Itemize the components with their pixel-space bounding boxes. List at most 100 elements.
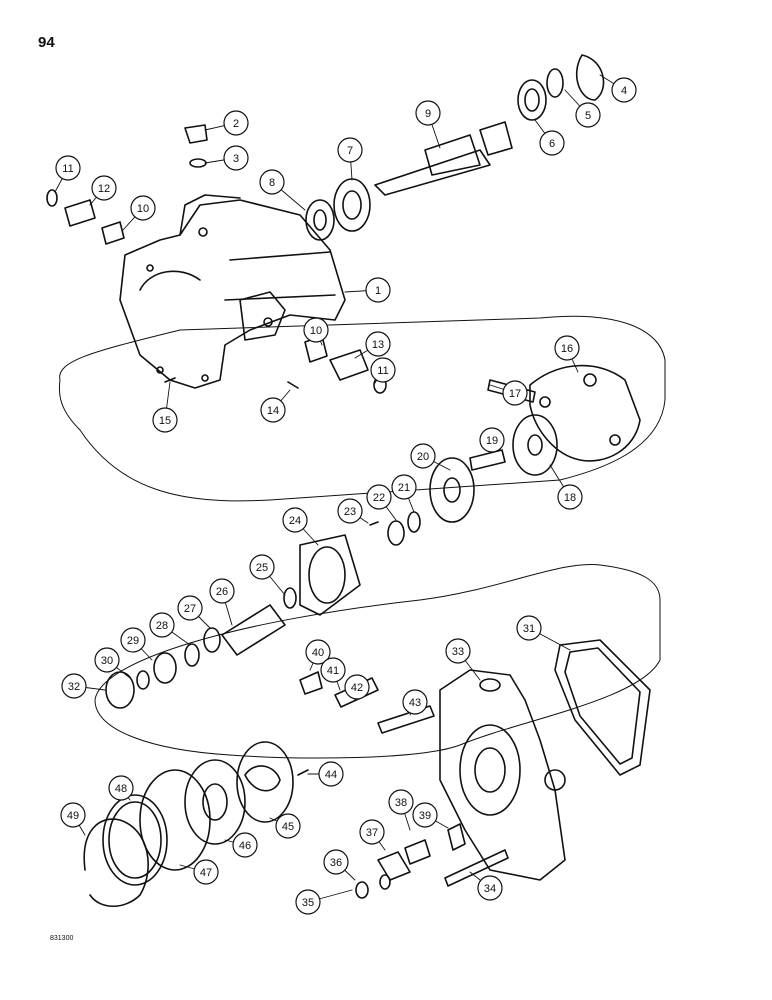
callout-circle	[575, 102, 601, 128]
callout-label: 11	[377, 365, 388, 377]
callout-circle	[365, 277, 391, 303]
callout-circle	[193, 859, 219, 885]
callout-circle	[259, 169, 285, 195]
callout-circle	[337, 137, 363, 163]
callout-label: 10	[137, 203, 149, 215]
callout-circle	[539, 130, 565, 156]
callout-label: 46	[239, 840, 251, 852]
callout-label: 5	[585, 110, 591, 122]
callout-circle	[209, 578, 235, 604]
callout-label: 11	[62, 163, 73, 175]
callout-circle	[232, 832, 258, 858]
callout-label: 21	[398, 482, 410, 494]
callout-label: 30	[101, 655, 113, 667]
callout-label: 3	[233, 153, 239, 165]
callout-circle	[282, 507, 308, 533]
callout-circle	[388, 789, 414, 815]
callout-label: 10	[310, 325, 322, 337]
callout-label: 36	[330, 857, 342, 869]
callout-label: 9	[425, 108, 431, 120]
callout-label: 34	[484, 883, 496, 895]
callout-label: 32	[68, 681, 80, 693]
callout-label: 20	[417, 451, 429, 463]
callout-circle	[391, 474, 417, 500]
callout-circle	[412, 802, 438, 828]
callout-label: 26	[216, 586, 228, 598]
callout-circle	[295, 889, 321, 915]
callout-circle	[611, 77, 637, 103]
callout-circle	[149, 612, 175, 638]
callout-label: 17	[509, 388, 521, 400]
callout-circle	[60, 802, 86, 828]
callout-circle	[323, 849, 349, 875]
callout-bubbles: 1234567891010111112131415161718192021222…	[55, 77, 637, 915]
callout-label: 33	[452, 646, 464, 658]
callout-label: 19	[486, 435, 498, 447]
callout-label: 39	[419, 810, 431, 822]
callout-label: 4	[621, 85, 627, 97]
end-plates-and-rings	[83, 741, 309, 907]
drive-shaft-assembly	[374, 54, 605, 196]
callout-label: 1	[375, 285, 381, 297]
callout-circle	[303, 317, 329, 343]
callout-label: 29	[127, 635, 139, 647]
callout-label: 12	[98, 183, 110, 195]
callout-circle	[557, 484, 583, 510]
callout-circle	[223, 110, 249, 136]
callout-circle	[55, 155, 81, 181]
callout-label: 6	[549, 138, 555, 150]
seal-and-bearing	[305, 178, 371, 241]
callout-circle	[365, 331, 391, 357]
callout-circle	[318, 761, 344, 787]
callout-label: 24	[289, 515, 301, 527]
callout-label: 48	[115, 783, 127, 795]
callout-label: 16	[561, 343, 573, 355]
callout-circle	[344, 674, 370, 700]
group-outline-upper	[58, 315, 666, 502]
callout-circle	[410, 443, 436, 469]
callout-label: 44	[325, 769, 337, 781]
callout-label: 45	[282, 821, 294, 833]
end-cover-assembly	[469, 364, 641, 476]
callout-label: 41	[327, 665, 339, 677]
callout-circle	[554, 335, 580, 361]
callout-label: 49	[67, 810, 79, 822]
group-outline-lower	[94, 563, 661, 759]
callout-circle	[415, 100, 441, 126]
callout-label: 31	[523, 623, 535, 635]
callout-label: 14	[267, 405, 279, 417]
callout-label: 42	[351, 682, 363, 694]
callout-circle	[120, 627, 146, 653]
callout-circle	[445, 638, 471, 664]
callout-circle	[223, 145, 249, 171]
callout-label: 13	[372, 339, 384, 351]
callout-label: 23	[344, 506, 356, 518]
callout-circle	[260, 397, 286, 423]
mid-right-small-parts	[164, 335, 387, 394]
callout-label: 15	[159, 415, 171, 427]
callout-circle	[305, 639, 331, 665]
callout-circle	[479, 427, 505, 453]
top-left-small-parts	[46, 124, 208, 245]
callout-circle	[477, 875, 503, 901]
callout-label: 27	[184, 603, 196, 615]
callout-circle	[94, 647, 120, 673]
callout-circle	[502, 380, 528, 406]
callout-label: 47	[200, 867, 212, 879]
callout-circle	[177, 595, 203, 621]
callout-label: 28	[156, 620, 168, 632]
callout-circle	[402, 689, 428, 715]
figure-id: 831300	[50, 935, 74, 942]
callout-circle	[249, 554, 275, 580]
pump-housing	[119, 194, 346, 389]
callout-label: 8	[269, 177, 275, 189]
callout-label: 25	[256, 562, 268, 574]
callout-circle	[275, 813, 301, 839]
callout-circle	[152, 407, 178, 433]
callout-circle	[359, 819, 385, 845]
callout-label: 7	[347, 145, 353, 157]
callout-label: 40	[312, 647, 324, 659]
callout-label: 43	[409, 697, 421, 709]
